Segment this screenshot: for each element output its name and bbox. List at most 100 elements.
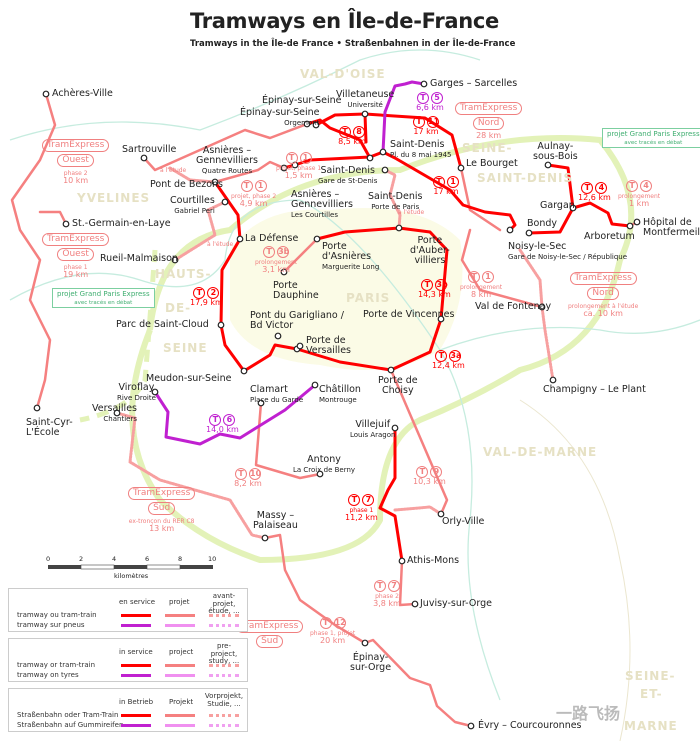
region-label: SEINE	[163, 341, 208, 355]
station-label[interactable]: Massy –Palaiseau	[253, 510, 298, 531]
region-label: ET-	[640, 687, 663, 701]
region-label: PARIS	[346, 291, 391, 305]
station-markers	[33, 80, 641, 730]
study-label: à l'étude	[207, 241, 234, 248]
station-label[interactable]: Épinay-sur-Seine	[262, 95, 342, 106]
region-label: VAL-DE-MARNE	[483, 445, 598, 459]
t3b-extension-line	[282, 237, 319, 274]
t3b-line	[315, 226, 449, 321]
region-label: YVELINES	[77, 191, 151, 205]
station-label[interactable]: La Défense	[245, 233, 299, 244]
t10-line	[254, 401, 322, 480]
station-label[interactable]: St.-Germain-en-Laye	[72, 218, 171, 229]
study-courtilles-rueil	[173, 200, 227, 262]
station-label[interactable]: Gargan	[540, 200, 575, 211]
region-label: VAL-D'OISE	[300, 67, 386, 81]
t6-line	[153, 383, 317, 446]
legend-en: in service project pre-project, study, .…	[8, 638, 248, 682]
station-label[interactable]: Orly-Ville	[442, 516, 485, 527]
region-label: HAUTS-	[155, 267, 212, 281]
t7-line	[378, 426, 404, 563]
station-label[interactable]: Saint-Cyr-L'École	[26, 417, 73, 438]
station-label[interactable]: Parc de Saint-Cloud	[116, 319, 209, 330]
station-label[interactable]: Épinay-sur-Orge	[350, 652, 392, 673]
scale-bar	[48, 564, 213, 570]
dept-border	[519, 399, 631, 741]
station-label[interactable]: Aulnay-sous-Bois	[533, 141, 578, 162]
station-label[interactable]: Évry – Courcouronnes	[478, 720, 582, 731]
station-label[interactable]: Pont de Bezons	[150, 179, 223, 190]
station-label[interactable]: Pont du Garigliano /Bd Victor	[250, 310, 344, 331]
map-subtitle: Tramways in the Île-de France • Straßenb…	[190, 39, 516, 49]
station-label[interactable]: Athis-Mons	[407, 555, 460, 566]
gpe-ring	[129, 135, 635, 564]
t7-phase2-line	[398, 559, 417, 607]
station-label[interactable]: Garges – Sarcelles	[430, 78, 518, 89]
station-label[interactable]: Champigny – Le Plant	[543, 384, 646, 395]
station-label[interactable]: Val de Fontenay	[475, 301, 552, 312]
station-label[interactable]: Achères-Ville	[52, 88, 113, 99]
study-t1-extension	[383, 168, 402, 230]
station-label[interactable]: Arboretum	[584, 231, 635, 242]
t8-line	[305, 112, 372, 160]
region-label: SAINT-DENIS	[477, 171, 574, 185]
station-label[interactable]: Sartrouville	[122, 144, 177, 155]
region-label: SEINE-	[462, 141, 513, 155]
t11-line	[314, 112, 463, 170]
legend-fr: en service projet avant-projet, étude, .…	[8, 588, 248, 632]
study-label: à l'étude	[160, 167, 187, 174]
station-label[interactable]: Bondy	[527, 218, 558, 229]
station-label[interactable]: Juvisy-sur-Orge	[420, 598, 492, 609]
seine-river	[9, 199, 501, 701]
t2-line	[213, 180, 299, 373]
marne-river	[439, 319, 700, 351]
t1-project-line	[213, 160, 286, 184]
oise-river	[9, 49, 481, 141]
tramexpress-nord-sartrouville-line	[142, 122, 309, 172]
region-label: DE-	[165, 301, 192, 315]
watermark: 一路飞扬	[556, 704, 621, 723]
station-label[interactable]: Meudon-sur-Seine	[146, 373, 232, 384]
station-label[interactable]: Porte de Vincennes	[363, 309, 455, 320]
station-label[interactable]: Rueil-Malmaison	[100, 253, 178, 264]
region-label: SEINE-	[625, 669, 676, 683]
station-label[interactable]: Le Bourget	[466, 158, 518, 169]
